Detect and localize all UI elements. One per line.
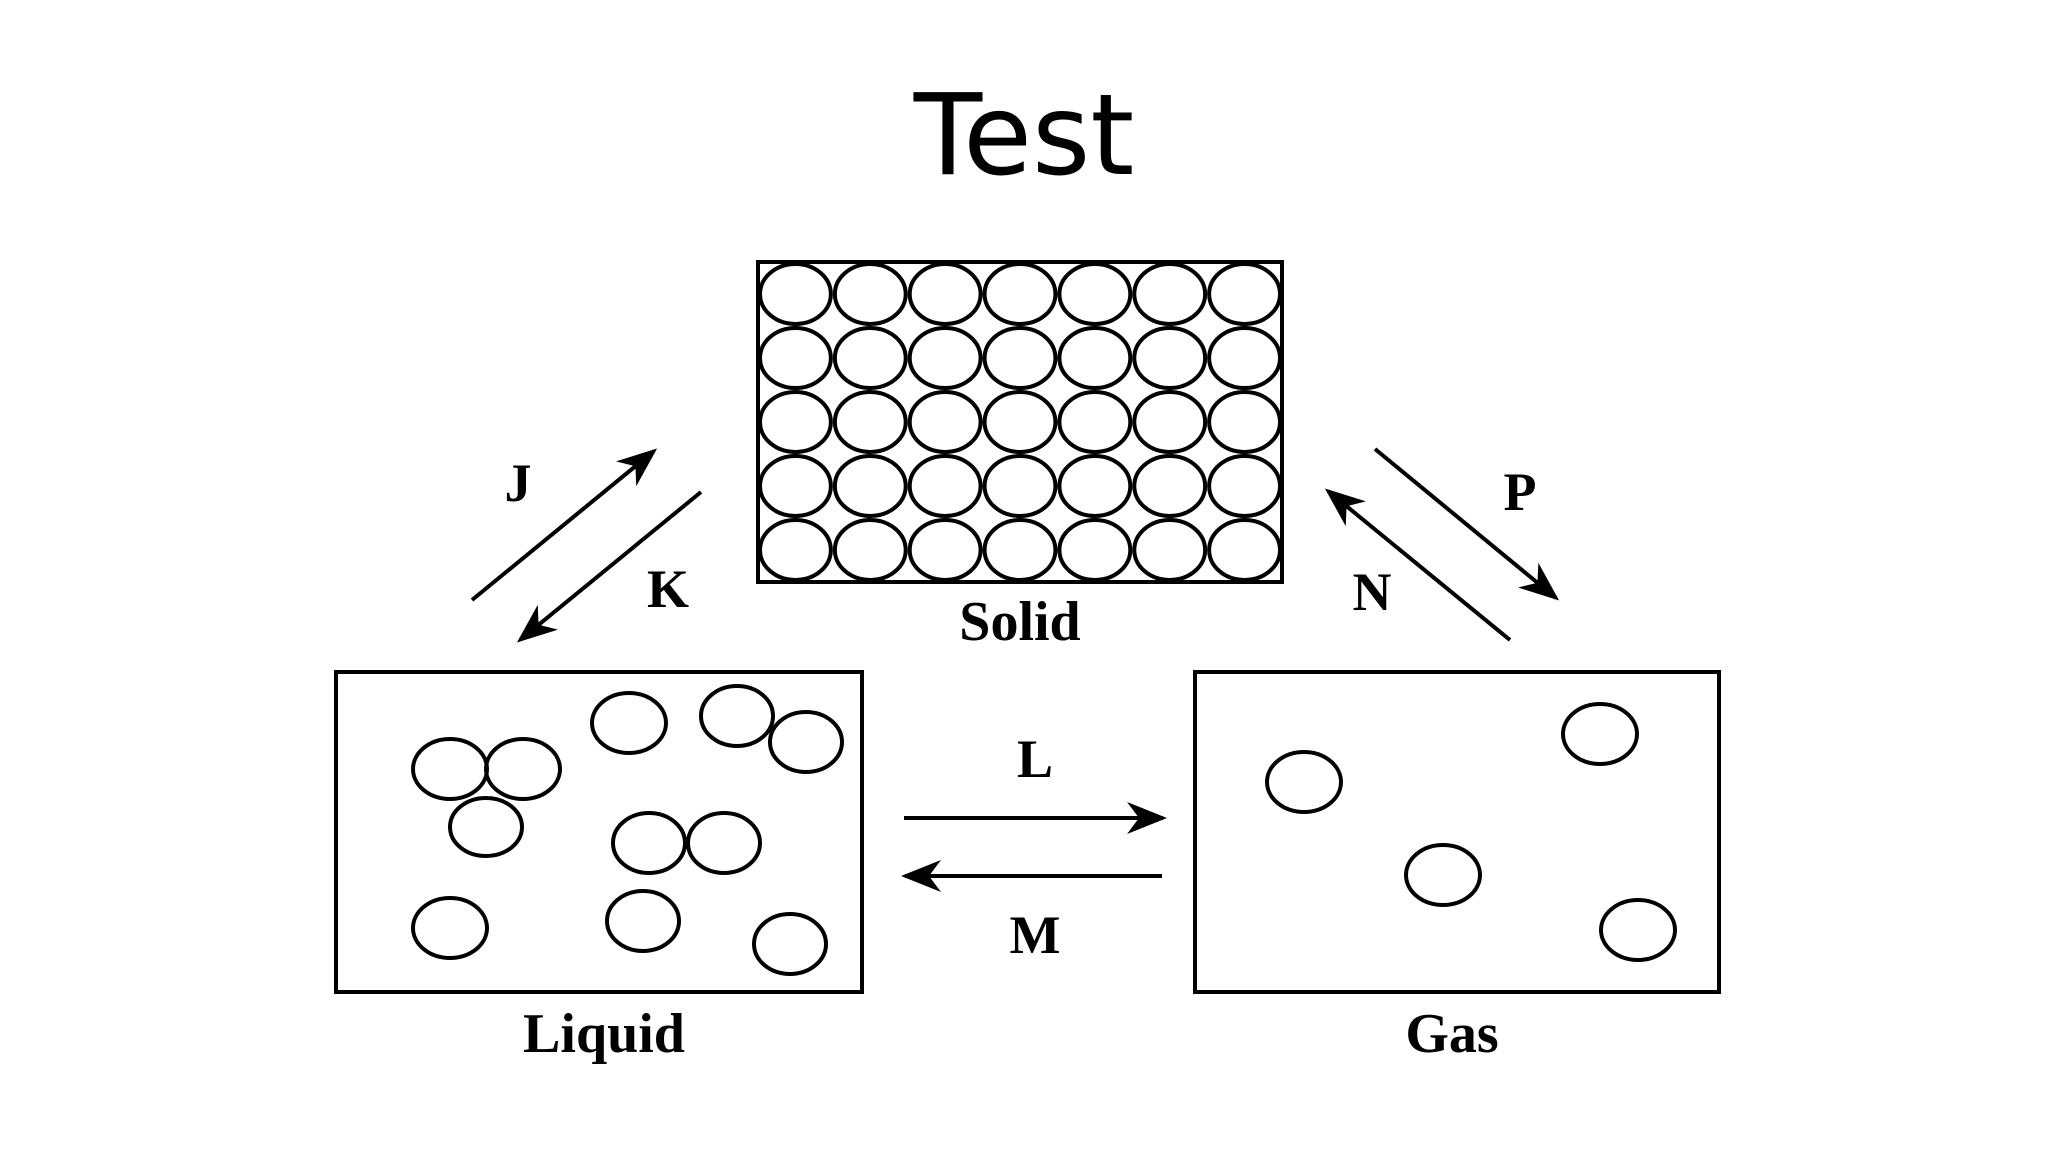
liquid-particle — [752, 912, 828, 976]
solid-particle — [1207, 262, 1282, 326]
solid-particle — [1207, 390, 1282, 454]
arrow-k-label: K — [647, 559, 689, 619]
solid-particle — [907, 454, 983, 518]
solid-particle — [832, 518, 908, 582]
liquid-particle — [484, 737, 562, 801]
gas-particles — [1265, 702, 1677, 962]
liquid-label: Liquid — [523, 1003, 685, 1065]
gas-particle — [1404, 843, 1482, 907]
solid-particle — [982, 326, 1058, 390]
arrow-n — [1324, 488, 1512, 642]
solid-particle — [1057, 518, 1133, 582]
arrow-p-label: P — [1504, 462, 1537, 522]
liquid-particle — [686, 811, 762, 875]
gas-particle — [1561, 702, 1639, 766]
solid-particle — [758, 390, 833, 454]
solid-particle — [907, 390, 983, 454]
liquid-particle — [605, 889, 681, 953]
liquid-particle — [768, 710, 844, 774]
solid-particle — [982, 262, 1058, 326]
solid-particle — [1132, 390, 1208, 454]
arrow-j-label: J — [505, 453, 532, 513]
solid-particle — [1057, 454, 1133, 518]
gas-label: Gas — [1405, 1003, 1498, 1065]
liquid-particles — [411, 684, 844, 976]
solid-particle — [758, 518, 833, 582]
solid-particle — [982, 454, 1058, 518]
solid-label: Solid — [959, 591, 1080, 653]
arrow-m-label: M — [1010, 905, 1061, 965]
solid-particle — [982, 518, 1058, 582]
solid-particle — [907, 262, 983, 326]
solid-particle — [1207, 454, 1282, 518]
solid-particle — [832, 326, 908, 390]
solid-particle — [758, 326, 833, 390]
solid-particle — [1132, 326, 1208, 390]
liquid-particle — [411, 896, 489, 960]
solid-particle — [1207, 518, 1282, 582]
arrow-j — [470, 448, 658, 602]
solid-particle — [758, 454, 833, 518]
solid-particles — [758, 262, 1282, 582]
liquid-particle — [448, 796, 524, 858]
slide-title: Test — [913, 71, 1135, 201]
solid-particle — [1132, 262, 1208, 326]
liquid-particle — [699, 684, 775, 748]
solid-particle — [832, 390, 908, 454]
solid-particle — [1057, 262, 1133, 326]
solid-particle — [1057, 326, 1133, 390]
liquid-particle — [590, 691, 668, 755]
solid-particle — [1057, 390, 1133, 454]
arrow-p — [1373, 447, 1560, 601]
gas-box — [1193, 670, 1721, 994]
arrow-l-label: L — [1017, 729, 1053, 789]
solid-particle — [907, 518, 983, 582]
solid-particle — [1207, 326, 1282, 390]
liquid-particle — [611, 811, 687, 875]
arrow-k — [516, 490, 703, 643]
gas-particle — [1265, 750, 1343, 814]
solid-particle — [907, 326, 983, 390]
gas-particle — [1599, 898, 1677, 962]
solid-particle — [982, 390, 1058, 454]
arrow-n-label: N — [1353, 562, 1392, 622]
solid-particle — [1132, 518, 1208, 582]
solid-particle — [1132, 454, 1208, 518]
solid-particle — [832, 454, 908, 518]
solid-particle — [832, 262, 908, 326]
solid-particle — [758, 262, 833, 326]
